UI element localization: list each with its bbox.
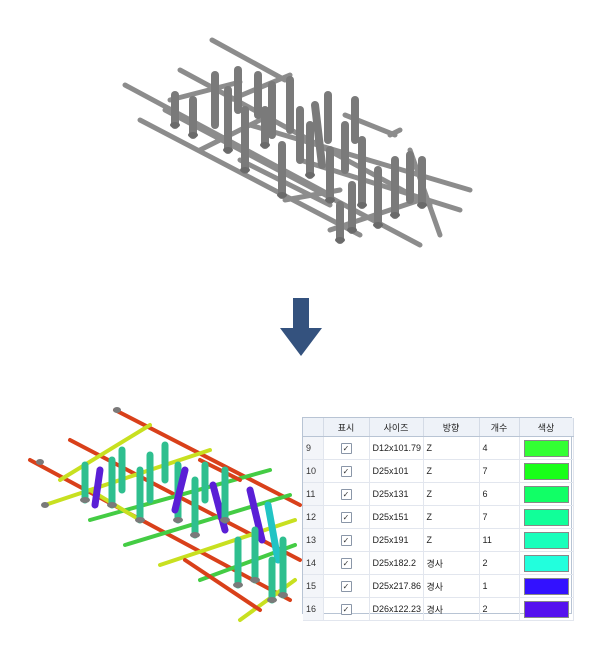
display-checkbox[interactable]: ✓ (340, 511, 352, 523)
direction-cell: 경사 (423, 551, 480, 575)
color-swatch[interactable] (523, 508, 569, 526)
color-cell (519, 597, 574, 621)
direction-cell: Z (423, 505, 480, 529)
color-cell (519, 505, 574, 529)
direction-cell: 경사 (423, 574, 480, 598)
color-cell (519, 459, 574, 483)
direction-cell: Z (423, 436, 480, 460)
header-index (303, 418, 324, 437)
color-swatch[interactable] (523, 600, 569, 618)
display-checkbox[interactable]: ✓ (340, 534, 352, 546)
display-cell: ✓ (323, 528, 370, 552)
direction-cell: 경사 (423, 597, 480, 621)
header-size[interactable]: 사이즈 (369, 418, 424, 437)
display-cell: ✓ (323, 482, 370, 506)
display-checkbox[interactable]: ✓ (340, 557, 352, 569)
display-cell: ✓ (323, 459, 370, 483)
color-swatch[interactable] (523, 554, 569, 572)
size-cell: D25x151 (369, 505, 424, 529)
display-cell: ✓ (323, 597, 370, 621)
direction-cell: Z (423, 459, 480, 483)
count-cell: 7 (479, 459, 520, 483)
color-cell (519, 482, 574, 506)
count-cell: 2 (479, 551, 520, 575)
color-cell (519, 574, 574, 598)
header-color[interactable]: 색상 (519, 418, 574, 437)
color-swatch[interactable] (523, 577, 569, 595)
size-cell: D12x101.79 (369, 436, 424, 460)
display-checkbox[interactable]: ✓ (340, 580, 352, 592)
colored-rebar-model (28, 407, 302, 622)
row-number: 13 (303, 528, 324, 552)
size-cell: D25x182.2 (369, 551, 424, 575)
color-cell (519, 551, 574, 575)
display-checkbox[interactable]: ✓ (340, 488, 352, 500)
table-header-row: 표시 사이즈 방향 개수 색상 (303, 418, 574, 437)
row-number: 9 (303, 436, 324, 460)
direction-cell: Z (423, 482, 480, 506)
color-swatch[interactable] (523, 531, 569, 549)
display-checkbox[interactable]: ✓ (340, 442, 352, 454)
size-cell: D25x191 (369, 528, 424, 552)
size-cell: D25x131 (369, 482, 424, 506)
arrow-down-icon (280, 298, 322, 356)
color-swatch[interactable] (523, 439, 569, 457)
count-cell: 7 (479, 505, 520, 529)
color-cell (519, 528, 574, 552)
count-cell: 4 (479, 436, 520, 460)
size-cell: D25x217.86 (369, 574, 424, 598)
display-cell: ✓ (323, 505, 370, 529)
row-number: 14 (303, 551, 324, 575)
display-checkbox[interactable]: ✓ (340, 465, 352, 477)
display-checkbox[interactable]: ✓ (340, 603, 352, 615)
color-swatch[interactable] (523, 485, 569, 503)
header-count[interactable]: 개수 (479, 418, 520, 437)
count-cell: 11 (479, 528, 520, 552)
count-cell: 1 (479, 574, 520, 598)
count-cell: 2 (479, 597, 520, 621)
row-number: 10 (303, 459, 324, 483)
size-cell: D26x122.23 (369, 597, 424, 621)
row-number: 16 (303, 597, 324, 621)
gray-rebar-model (122, 37, 473, 248)
display-cell: ✓ (323, 574, 370, 598)
display-cell: ✓ (323, 551, 370, 575)
direction-cell: Z (423, 528, 480, 552)
display-cell: ✓ (323, 436, 370, 460)
header-direction[interactable]: 방향 (423, 418, 480, 437)
color-cell (519, 436, 574, 460)
count-cell: 6 (479, 482, 520, 506)
row-number: 12 (303, 505, 324, 529)
header-display[interactable]: 표시 (323, 418, 370, 437)
row-number: 15 (303, 574, 324, 598)
size-cell: D25x101 (369, 459, 424, 483)
row-number: 11 (303, 482, 324, 506)
color-swatch[interactable] (523, 462, 569, 480)
